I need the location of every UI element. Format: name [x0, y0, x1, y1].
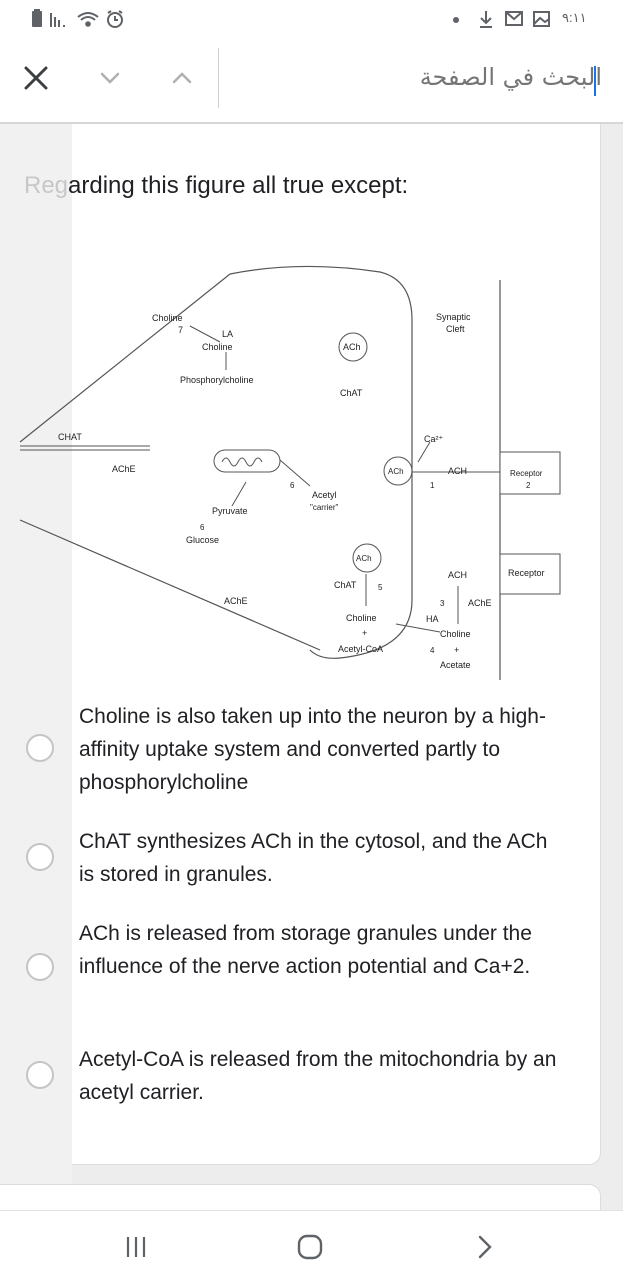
system-navigation-bar: [0, 1210, 623, 1281]
label-ach-cleft: ACH: [448, 466, 467, 476]
radio-button[interactable]: [26, 734, 54, 762]
image-icon: [533, 11, 550, 27]
label-ach-vesicle: ACh: [388, 467, 404, 476]
label-acetate: Acetate: [440, 660, 471, 670]
label-phosphorylcholine: Phosphorylcholine: [180, 375, 254, 385]
form-question-card: [0, 124, 601, 1165]
receptor-box-1: [499, 451, 561, 495]
option-text: Choline is also taken up into the neuron…: [79, 705, 546, 794]
home-icon[interactable]: [296, 1233, 324, 1261]
label-acetyl-coa: Acetyl-CoA: [338, 644, 383, 654]
label-choline-bottom: Choline: [346, 613, 377, 623]
label-chat-left: CHAT: [58, 432, 82, 442]
label-acetyl-2: "carrier": [310, 503, 339, 512]
label-ach-lower-cleft: ACH: [448, 570, 467, 580]
label-plus-2: +: [454, 645, 459, 655]
label-step6a: 6: [290, 481, 295, 490]
option-2[interactable]: ChAT synthesizes ACh in the cytosol, and…: [24, 825, 584, 895]
chevron-down-icon[interactable]: [98, 68, 122, 88]
status-bar: ٩:١١: [0, 0, 623, 36]
label-pyruvate: Pyruvate: [212, 506, 248, 516]
label-synaptic-1: Synaptic: [436, 312, 471, 322]
ach-vesicle-lower: [352, 543, 382, 573]
close-icon[interactable]: [22, 64, 50, 92]
question-title-faded: Reg: [24, 172, 69, 199]
label-ca: Ca²⁺: [424, 434, 444, 444]
mitochondrion-cristae: [221, 457, 263, 467]
nerve-terminal-outline: [229, 265, 413, 659]
label-ach-top: ACh: [343, 342, 361, 352]
label-receptor-1: Receptor: [510, 469, 543, 478]
label-chat-mid: ChAT: [340, 388, 363, 398]
status-time: ٩:١١: [562, 10, 587, 25]
axon-membrane-lines: [20, 445, 150, 451]
status-left-icons: [32, 9, 123, 28]
option-text: ChAT synthesizes ACh in the cytosol, and…: [79, 830, 548, 886]
option-4[interactable]: Acetyl-CoA is released from the mitochon…: [24, 1043, 584, 1113]
status-right-icons: [453, 11, 550, 28]
label-choline-top: Choline: [152, 313, 183, 323]
mitochondrion-icon: [213, 449, 281, 473]
notification-dot-icon: [453, 17, 459, 23]
recent-apps-icon[interactable]: [124, 1235, 148, 1259]
signal-icon: [50, 13, 65, 27]
question-title: Regarding this figure all true except:: [24, 172, 408, 200]
label-ha: HA: [426, 614, 439, 624]
radio-button[interactable]: [26, 1061, 54, 1089]
find-in-page-bar: [0, 36, 623, 124]
label-receptor-2: Receptor: [508, 568, 545, 578]
label-step3: 3: [440, 599, 445, 608]
axon-lower-edge: [19, 519, 321, 651]
arrow-acetyl-carrier: [279, 459, 311, 487]
label-plus-1: +: [362, 628, 367, 638]
download-icon: [480, 11, 492, 28]
option-3[interactable]: ACh is released from storage granules un…: [24, 917, 584, 1017]
label-choline-la: Choline: [202, 342, 233, 352]
battery-icon: [32, 9, 42, 27]
arrow-ca: [417, 441, 431, 463]
option-text: Acetyl-CoA is released from the mitochon…: [79, 1048, 557, 1104]
ach-vesicle-top: [338, 332, 368, 362]
label-chat-lower: ChAT: [334, 580, 357, 590]
label-ach-lower: ACh: [356, 554, 372, 563]
cholinergic-synapse-diagram: Choline 7 LA Choline Phosphorylcholine A…: [19, 265, 561, 680]
axon-upper-edge: [19, 273, 231, 443]
find-in-page-input[interactable]: [232, 54, 602, 100]
arrow-choline-reuptake: [395, 623, 441, 633]
gmail-icon: [505, 11, 523, 26]
label-step4: 4: [430, 646, 435, 655]
label-ache-mid: AChE: [224, 596, 248, 606]
label-choline-cleft: Choline: [440, 629, 471, 639]
arrow-choline-la: [189, 325, 221, 343]
back-chevron-icon[interactable]: [474, 1233, 498, 1261]
option-1[interactable]: Choline is also taken up into the neuron…: [24, 700, 584, 800]
alarm-icon: [107, 10, 123, 28]
radio-button[interactable]: [26, 843, 54, 871]
label-step7: 7: [178, 325, 183, 335]
chevron-up-icon[interactable]: [170, 68, 194, 88]
label-step1: 1: [430, 481, 435, 490]
question-title-text: arding this figure all true except:: [68, 172, 409, 199]
label-synaptic-2: Cleft: [446, 324, 465, 334]
label-ache-left: AChE: [112, 464, 136, 474]
ach-vesicle-release: [383, 456, 413, 486]
label-step6b: 6: [200, 523, 205, 532]
label-step5: 5: [378, 583, 383, 592]
arrow-pyruvate: [231, 481, 247, 507]
option-text: ACh is released from storage granules un…: [79, 922, 532, 978]
radio-button[interactable]: [26, 953, 54, 981]
label-glucose: Glucose: [186, 535, 219, 545]
page-left-margin: [0, 124, 72, 1210]
text-cursor: [594, 66, 596, 96]
label-acetyl-1: Acetyl: [312, 490, 337, 500]
label-la: LA: [222, 329, 233, 339]
label-receptor-1b: 2: [526, 481, 531, 490]
wifi-icon: [77, 12, 99, 27]
label-ache-cleft: AChE: [468, 598, 492, 608]
find-bar-divider: [218, 48, 219, 108]
receptor-box-2: [499, 553, 561, 595]
